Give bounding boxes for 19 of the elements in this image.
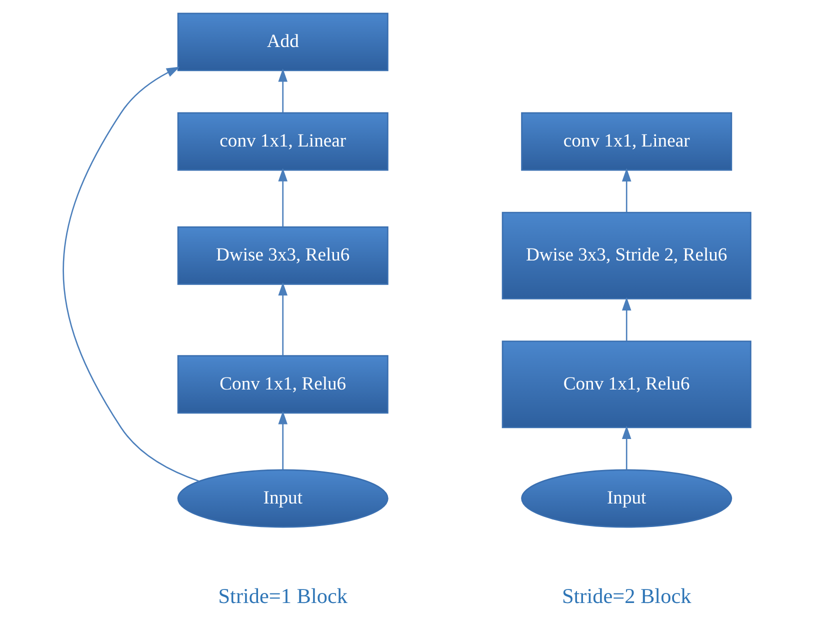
arrow xyxy=(278,282,288,356)
node-ellipse: Input xyxy=(521,469,732,528)
arrow xyxy=(278,410,288,470)
arrow xyxy=(622,297,632,342)
node-box: Add xyxy=(177,12,388,72)
node-box: Conv 1x1, Relu6 xyxy=(502,340,752,428)
node-box: conv 1x1, Linear xyxy=(521,112,732,171)
arrow xyxy=(278,168,288,227)
node-box: Dwise 3x3, Relu6 xyxy=(177,226,388,285)
label: Stride=2 Block xyxy=(562,584,692,608)
node-box: Dwise 3x3, Stride 2, Relu6 xyxy=(502,212,752,300)
node-ellipse: Input xyxy=(177,469,388,528)
node-box: Conv 1x1, Relu6 xyxy=(177,355,388,414)
arrow xyxy=(622,426,632,470)
label: Stride=1 Block xyxy=(218,584,348,608)
node-box: conv 1x1, Linear xyxy=(177,112,388,171)
arrow xyxy=(622,168,632,212)
arrow xyxy=(278,68,288,113)
arrow xyxy=(62,66,200,482)
